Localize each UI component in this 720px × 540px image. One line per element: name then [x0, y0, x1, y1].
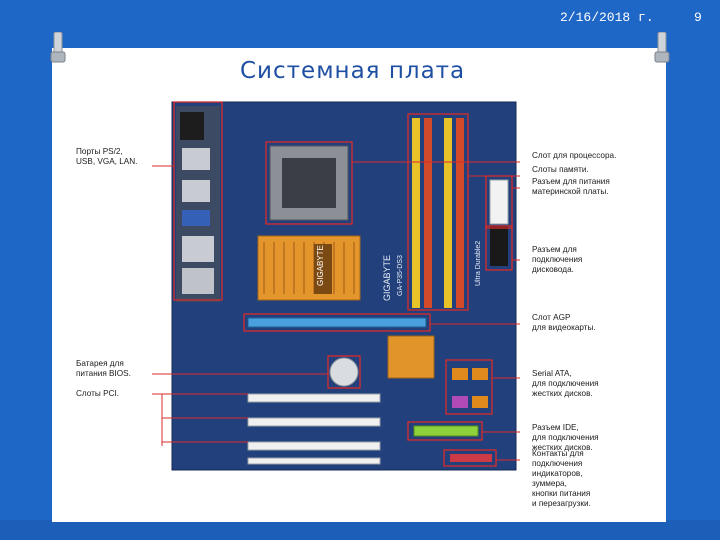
label-front-panel-line: Контакты для — [532, 449, 584, 458]
southbridge-chip — [387, 335, 435, 379]
label-ide-line: Разъем IDE, — [532, 423, 579, 432]
vga-port-icon — [182, 210, 210, 226]
slide-page-number: 9 — [694, 10, 702, 25]
slide-date: 2/16/2018 г. — [560, 10, 654, 25]
label-memory-slots-line: Слоты памяти. — [532, 165, 589, 174]
agp-slot — [247, 317, 427, 328]
label-ports-line: Порты PS/2, — [76, 147, 123, 156]
front-panel-pins — [450, 454, 492, 462]
usb-port-icon — [182, 180, 210, 202]
ps2-port-icon — [180, 112, 204, 140]
label-battery-line: питания BIOS. — [76, 369, 131, 378]
label-floppy-connector-line: дисковода. — [532, 265, 574, 274]
memory-slots — [412, 118, 464, 308]
motherboard-diagram: GIGABYTE GIGABYTE GA-P35-DS3 Ultra Durab… — [76, 101, 616, 508]
left-pin-icon — [50, 32, 66, 63]
usb-port-icon — [182, 148, 210, 170]
label-battery-line: Батарея для — [76, 359, 124, 368]
label-front-panel-line: зуммера, — [532, 479, 567, 488]
label-agp-slot-line: для видеокарты. — [532, 323, 596, 332]
label-front-panel-line: подключения — [532, 459, 582, 468]
label-agp-slot-line: Слот AGP — [532, 313, 571, 322]
board-brand-text: GIGABYTE — [382, 255, 392, 301]
label-front-panel-line: кнопки питания — [532, 489, 590, 498]
sata-connectors — [452, 368, 488, 408]
label-power-connector-line: материнской платы. — [532, 187, 609, 196]
label-ports-line: USB, VGA, LAN. — [76, 157, 137, 166]
floppy-connector — [490, 226, 508, 266]
lan-port-icon — [182, 236, 214, 262]
board-durable-text: Ultra Durable2 — [475, 241, 482, 286]
label-sata-line: жестких дисков. — [532, 389, 593, 398]
label-cpu-socket-line: Слот для процессора. — [532, 151, 616, 160]
board-model-text: GA-P35-DS3 — [397, 255, 404, 296]
northbridge-heatsink: GIGABYTE — [257, 235, 361, 301]
label-front-panel-line: и перезагрузки. — [532, 499, 591, 508]
heatsink-brand-text: GIGABYTE — [316, 245, 325, 286]
atx-power-connector — [489, 179, 509, 225]
label-floppy-connector-line: подключения — [532, 255, 582, 264]
slide-title: Системная плата — [240, 58, 466, 84]
label-sata-line: Serial ATA, — [532, 369, 572, 378]
ide-connector — [413, 425, 479, 437]
label-front-panel-line: индикаторов, — [532, 469, 583, 478]
label-ide-line: жестких дисков. — [532, 443, 593, 452]
label-power-connector-line: Разъем для питания — [532, 177, 610, 186]
pci-slots — [247, 393, 381, 465]
audio-port-icon — [182, 268, 214, 294]
bios-battery-icon — [329, 357, 359, 387]
label-pci-line: Слоты PCI. — [76, 389, 119, 398]
label-ide-line: для подключения — [532, 433, 599, 442]
right-pin-icon — [654, 32, 670, 63]
left-labels: Порты PS/2,USB, VGA, LAN. Батарея дляпита… — [76, 147, 137, 398]
right-labels: Слот для процессора. Слоты памяти. Разъем … — [532, 151, 616, 508]
label-floppy-connector-line: Разъем для — [532, 245, 577, 254]
motherboard: GIGABYTE GIGABYTE GA-P35-DS3 Ultra Durab… — [171, 101, 517, 471]
callout-lines — [152, 161, 520, 461]
label-sata-line: для подключения — [532, 379, 599, 388]
